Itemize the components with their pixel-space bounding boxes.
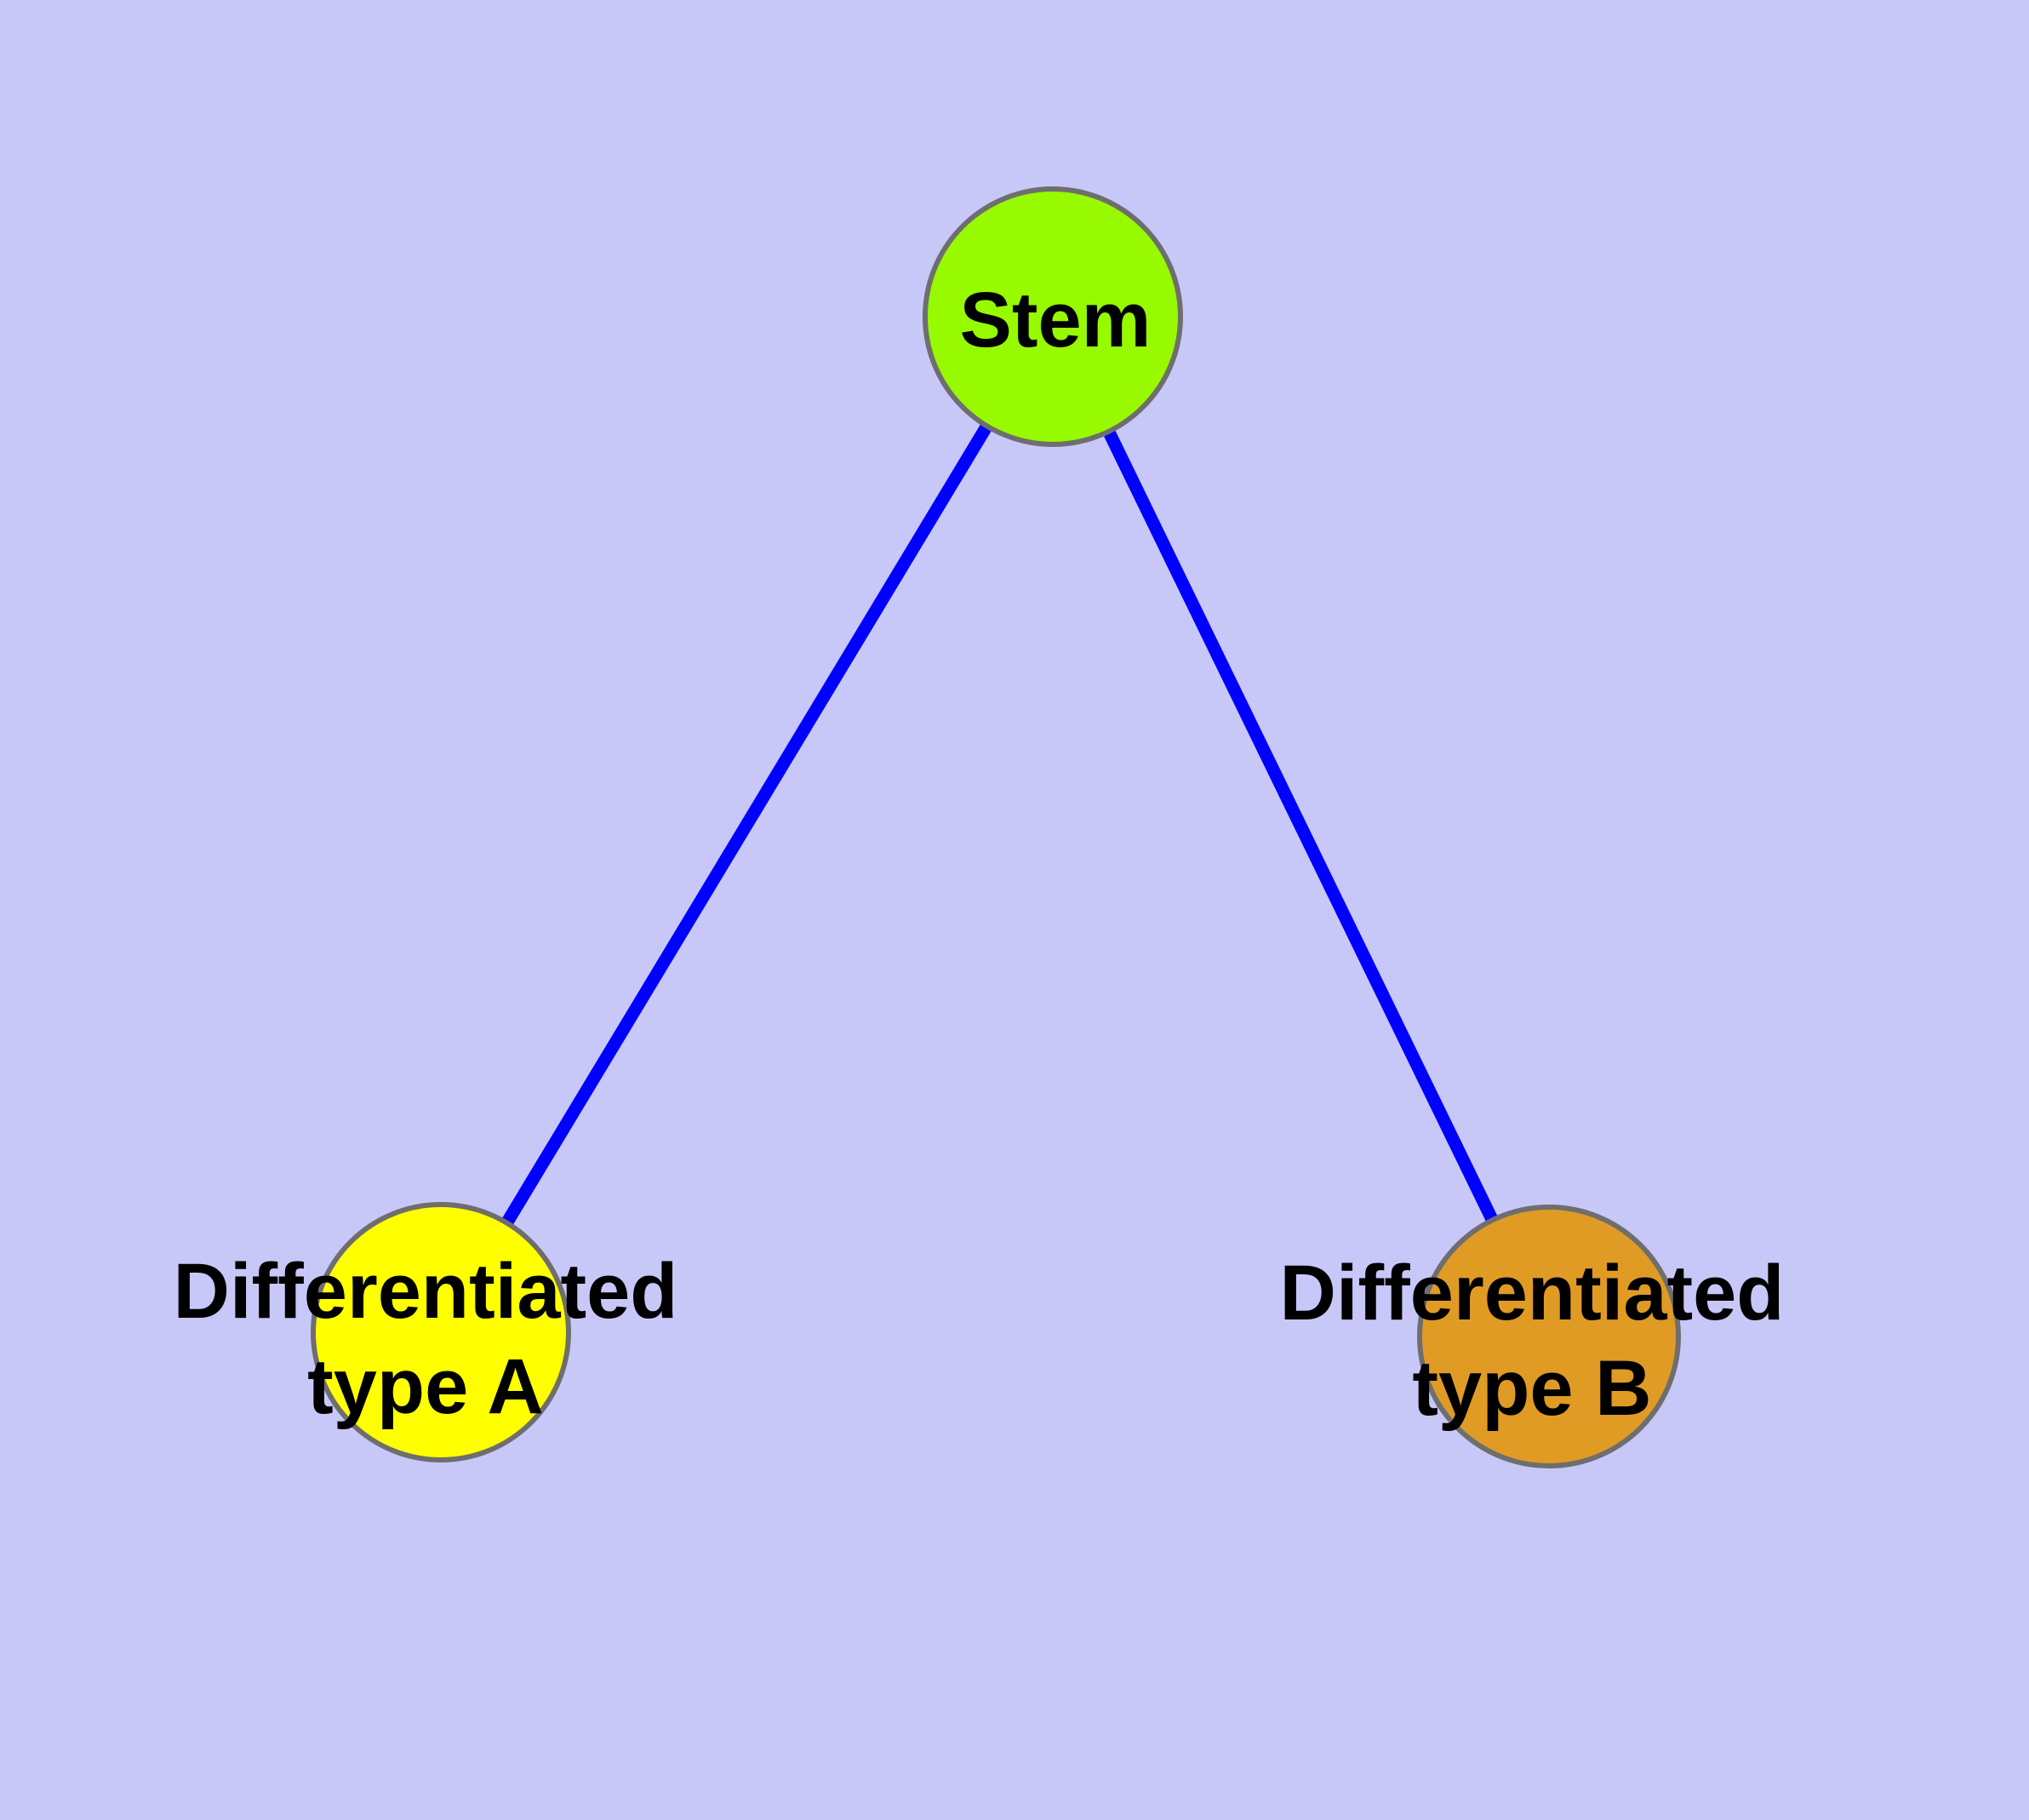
node-type-b-label-line1: Differentiated — [1280, 1250, 1785, 1336]
node-type-a-label-line1: Differentiated — [174, 1248, 678, 1335]
node-type-b-label-line2: type B — [1412, 1345, 1651, 1432]
node-type-b — [1417, 1205, 1681, 1468]
edge-stem-to-type-a — [435, 313, 1059, 1336]
node-type-a-label-line2: type A — [307, 1343, 544, 1430]
node-type-a — [311, 1202, 571, 1462]
node-stem — [923, 186, 1183, 447]
edge-stem-to-type-b — [1047, 313, 1555, 1340]
node-stem-label: Stem — [960, 277, 1152, 363]
